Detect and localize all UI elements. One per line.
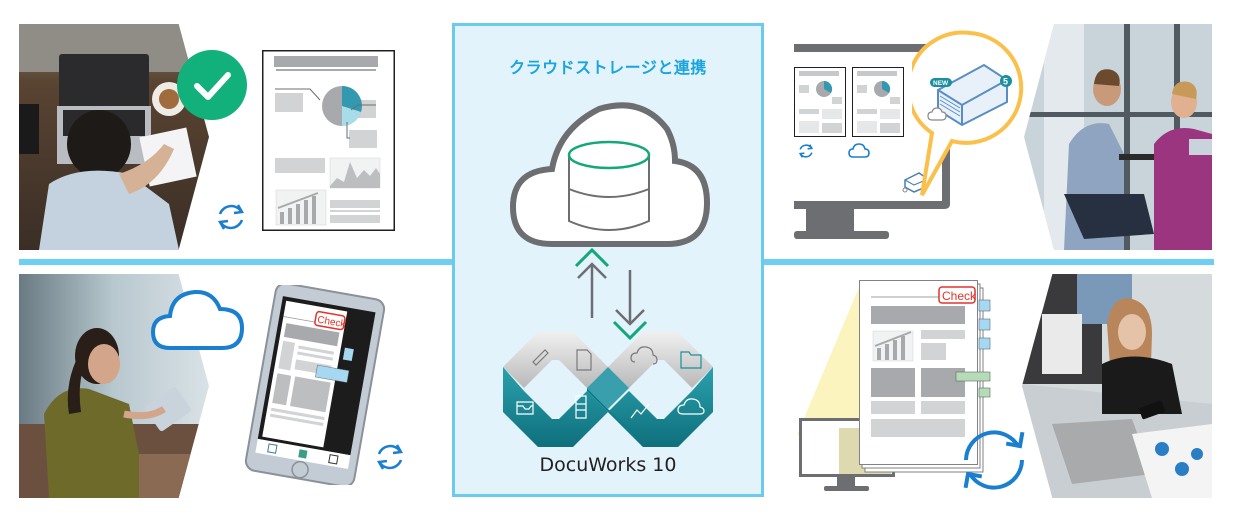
folder-icon xyxy=(680,351,702,369)
pen-icon xyxy=(532,349,549,366)
divider-right xyxy=(764,259,1214,265)
document-thumbnail-1 xyxy=(794,67,846,137)
document-icon xyxy=(576,349,592,371)
sync-icon-top-right xyxy=(797,142,815,160)
woman-working-on-laptop-photo xyxy=(1022,274,1212,498)
colleagues-meeting-photo xyxy=(1024,24,1212,250)
cloud-sync-icon xyxy=(630,346,658,365)
cloud-database-icon xyxy=(507,99,712,249)
download-arrow-icon xyxy=(610,264,650,342)
checked-document-stack: Check xyxy=(859,280,999,476)
chart-line-icon xyxy=(630,403,650,419)
sync-icon-bottom-left xyxy=(373,440,407,474)
sync-icon xyxy=(215,200,247,234)
product-name: DocuWorks 10 xyxy=(539,454,677,476)
panel-title: クラウドストレージと連携 xyxy=(509,58,707,77)
divider-left xyxy=(19,259,455,265)
upload-arrow-icon xyxy=(572,246,612,324)
document-thumbnail-2 xyxy=(852,67,904,137)
cloud-icon xyxy=(677,398,705,415)
printer-icon xyxy=(575,395,587,419)
check-badge xyxy=(177,50,247,120)
new-badge-label: NEW xyxy=(933,80,949,87)
cloud-icon-top-right xyxy=(848,142,870,159)
report-document xyxy=(262,50,395,231)
sync-icon-bottom-right xyxy=(958,424,1030,496)
tablet-device: Check xyxy=(240,285,390,485)
notification-bubble: NEW 5 xyxy=(912,30,1032,200)
count-badge: 5 xyxy=(1003,77,1008,87)
man-writing-at-laptop-photo xyxy=(19,24,209,250)
desktop-monitor xyxy=(794,44,954,240)
cloud-icon xyxy=(150,282,245,352)
stamp-text: Check xyxy=(316,315,347,331)
cloud-storage-panel: クラウドストレージと連携 xyxy=(452,23,764,497)
docuworks-logo xyxy=(503,332,723,450)
tray-icon xyxy=(516,401,534,415)
stamp-text: Check xyxy=(942,289,977,303)
